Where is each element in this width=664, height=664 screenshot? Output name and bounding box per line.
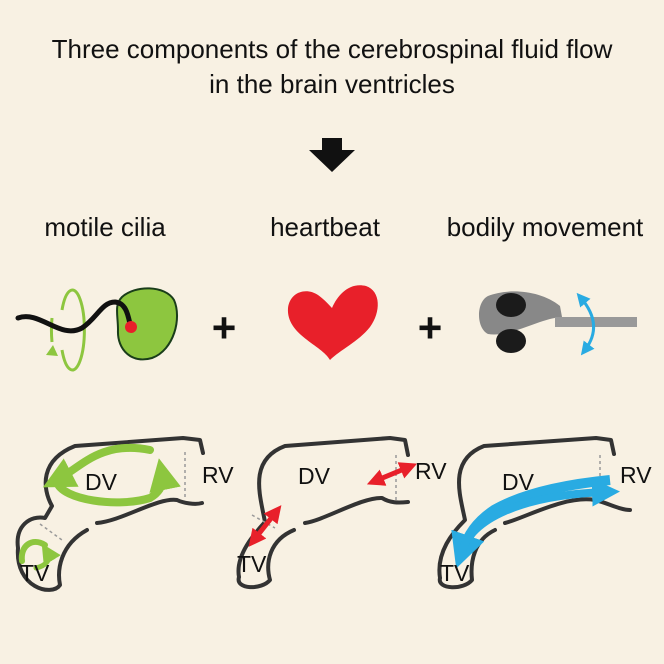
diagram-title-line-1: Three components of the cerebrospinal fl… xyxy=(51,34,613,64)
label-motile-cilia: motile cilia xyxy=(44,212,166,242)
ventricle-label-dv: DV xyxy=(298,463,331,489)
ventricle-panel-bodily-movement: DV RV TV xyxy=(437,436,652,590)
zebrafish-icon xyxy=(479,291,637,356)
heart-icon xyxy=(287,285,378,360)
ventricle-label-tv: TV xyxy=(237,551,267,577)
plus-operator-2: + xyxy=(418,304,443,351)
label-heartbeat: heartbeat xyxy=(270,212,380,242)
ventricle-label-tv: TV xyxy=(440,560,470,586)
ventricle-label-tv: TV xyxy=(20,560,50,586)
ventricle-label-rv: RV xyxy=(620,462,652,488)
diagram-title-line-2: in the brain ventricles xyxy=(209,69,455,99)
ventricle-label-dv: DV xyxy=(85,469,118,495)
plus-operator-1: + xyxy=(212,304,237,351)
ventricle-label-rv: RV xyxy=(415,458,447,484)
motile-cilia-icon xyxy=(15,287,178,372)
ventricle-panel-cilia: DV RV TV xyxy=(15,436,234,592)
label-bodily-movement: bodily movement xyxy=(446,212,644,242)
ventricle-label-rv: RV xyxy=(202,462,234,488)
down-arrow-icon xyxy=(309,138,355,172)
ventricle-label-dv: DV xyxy=(502,469,535,495)
ventricle-panel-heartbeat: DV RV TV xyxy=(236,436,447,590)
